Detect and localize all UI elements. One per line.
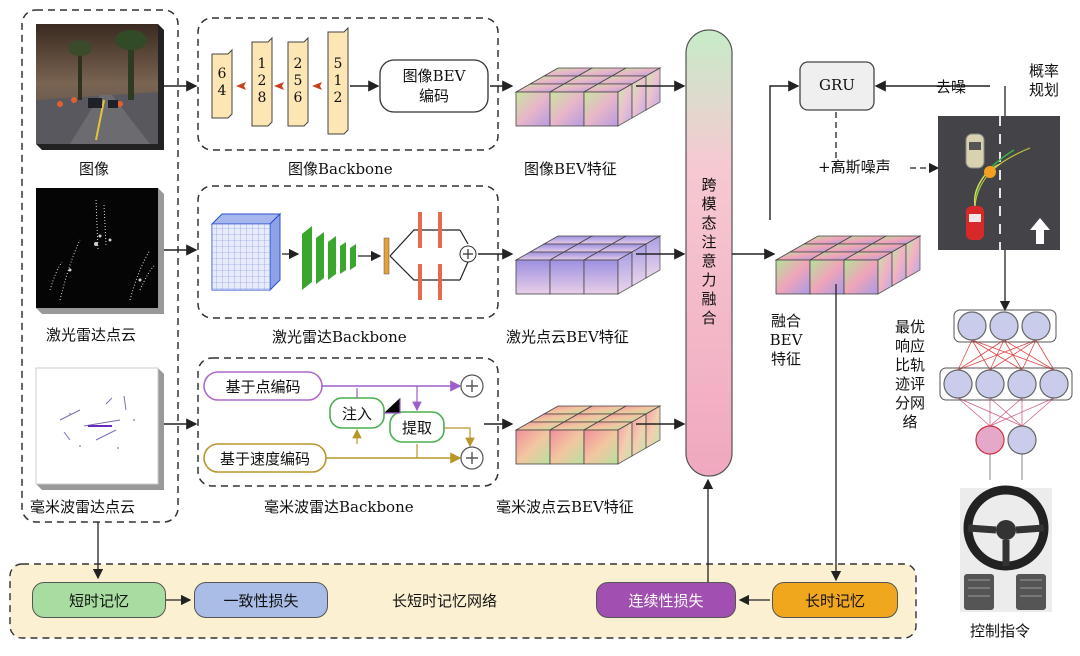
- gru-label: GRU: [819, 76, 855, 94]
- lidar-bev-feature-cube: [514, 235, 662, 295]
- extract-box: [389, 411, 445, 443]
- memory-network-title: 长短时记忆网络: [392, 592, 498, 610]
- point-encode-label: 基于点编码: [225, 378, 301, 396]
- lidar-backbone-label: 激光雷达Backbone: [272, 328, 407, 346]
- lidar-input-label: 激光雷达点云: [46, 326, 137, 344]
- lidar-backbone-layers: [210, 212, 477, 300]
- radar-input-label: 毫米波雷达点云: [30, 498, 136, 516]
- radar-backbone-label: 毫米波雷达Backbone: [264, 498, 414, 516]
- control-command-label: 控制指令: [970, 622, 1031, 640]
- cross-modal-fusion-label: 跨 模 态 注 意 力 融 合: [701, 176, 717, 327]
- input-group-box: [21, 9, 179, 523]
- inject-label: 注入: [341, 405, 372, 423]
- image-input-label: 图像: [79, 160, 110, 178]
- image-bev-feature-label: 图像BEV特征: [524, 160, 617, 178]
- image-backbone-box: [197, 17, 499, 151]
- fused-bev-label: 融合 BEV 特征: [769, 312, 803, 368]
- short-term-memory: 短时记忆: [32, 582, 166, 618]
- radar-bev-feature-cube: [514, 405, 662, 465]
- lidar-image: [36, 188, 164, 314]
- scoring-network-label: 最优 响应 比轨 迹评 分网 络: [894, 318, 925, 431]
- long-term-memory: 长时记忆: [772, 582, 898, 618]
- speed-encode-label: 基于速度编码: [219, 450, 310, 468]
- image-bev-encoder-box: [379, 59, 489, 113]
- radar-backbone-flow: [322, 374, 484, 470]
- steering-wheel-image: [960, 485, 1052, 612]
- gaussian-noise-label: +高斯噪声: [818, 158, 891, 176]
- image-bev-feature-cube: [514, 67, 662, 127]
- image-bev-encoder-label: 图像BEV 编码: [402, 67, 466, 105]
- continuity-loss: 连续性损失: [596, 582, 736, 618]
- conv-block-128: 1 2 8: [257, 56, 267, 106]
- lidar-bev-feature-label: 激光点云BEV特征: [506, 328, 629, 346]
- probabilistic-planning-road: [938, 116, 1060, 250]
- cross-modal-fusion-bar: [685, 29, 733, 477]
- scoring-network: [939, 309, 1073, 480]
- radar-image: [35, 367, 164, 490]
- extract-label: 提取: [401, 419, 432, 437]
- image-backbone-label: 图像Backbone: [288, 160, 393, 178]
- camera-image: [36, 24, 164, 150]
- fused-bev-feature-cube: [774, 235, 922, 295]
- image-backbone-blocks: [211, 26, 380, 135]
- consistency-loss: 一致性损失: [194, 582, 328, 618]
- radar-bev-feature-label: 毫米波点云BEV特征: [496, 498, 634, 516]
- conv-block-512: 5 1 2: [333, 56, 343, 106]
- conv-block-64: 6 4: [217, 66, 227, 99]
- conv-block-256: 2 5 6: [293, 56, 303, 106]
- lidar-backbone-box: [197, 185, 499, 319]
- radar-backbone-box: [197, 357, 499, 487]
- gru-box: [799, 61, 875, 111]
- probabilistic-planning-label: 概率 规划: [1028, 62, 1059, 99]
- denoise-label: 去噪: [936, 78, 967, 96]
